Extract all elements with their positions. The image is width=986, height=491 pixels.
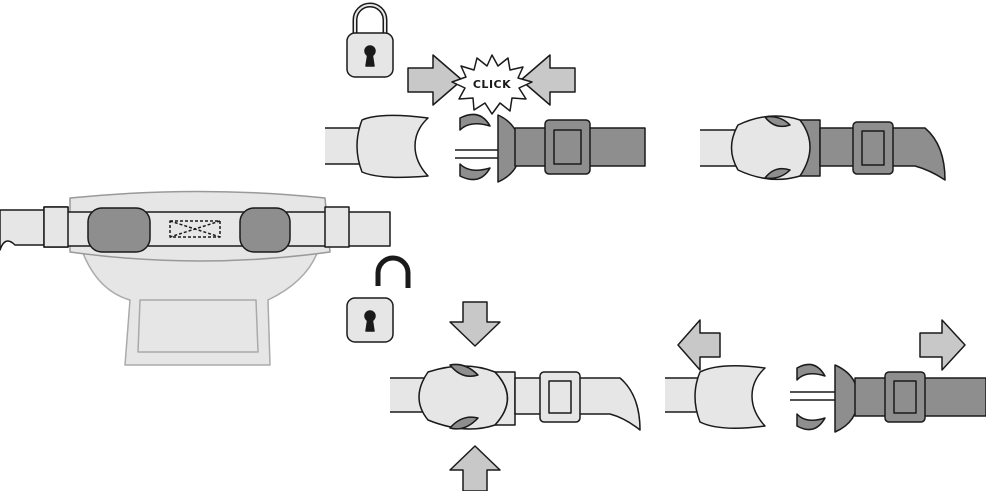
- closed-lock-icon: [346, 2, 394, 78]
- push-right-arrow-icon: [407, 54, 463, 106]
- squeeze-up-arrow-icon: [449, 445, 501, 491]
- pull-right-arrow-icon: [919, 319, 966, 371]
- squeeze-down-arrow-icon: [449, 301, 501, 347]
- pull-left-arrow-icon: [677, 319, 721, 371]
- buckle-released-bottom: [665, 363, 986, 433]
- open-lock-icon: [346, 255, 411, 343]
- push-left-arrow-icon: [520, 54, 576, 106]
- buckle-separated-top: [325, 113, 646, 183]
- buckle-squeezed-bottom: [390, 363, 641, 431]
- buckle-assembled-top: [700, 115, 946, 181]
- belt-pouch-illustration: [0, 190, 391, 366]
- click-label: CLICK: [473, 78, 511, 91]
- click-burst: CLICK: [451, 54, 533, 115]
